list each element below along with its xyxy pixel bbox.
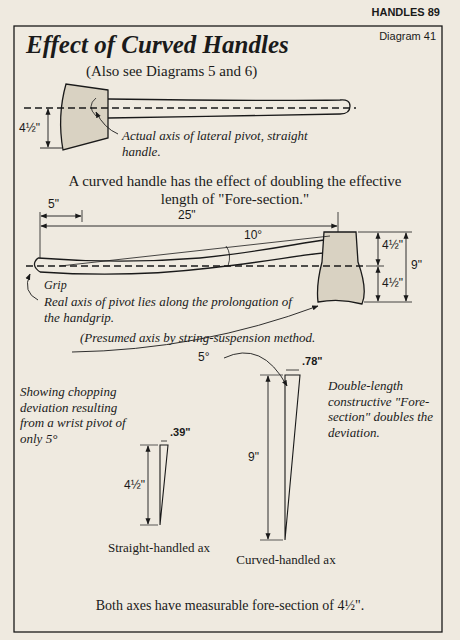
label-text: Both axes have measurable fore-section o… — [24, 598, 436, 615]
label-text: Grip — [44, 278, 84, 292]
page-frame — [14, 26, 442, 632]
label-text: .39" — [170, 426, 191, 439]
label-text: (Also see Diagrams 5 and 6) — [86, 62, 346, 80]
label-text: (Presumed axis by string-suspension meth… — [80, 330, 380, 346]
deviation-triangles — [140, 353, 300, 540]
label-text: 4½" — [17, 121, 42, 135]
label-text: Showing chopping deviation resulting fro… — [20, 384, 142, 446]
label-text: 9" — [411, 258, 422, 272]
label-text: 4½" — [382, 276, 403, 290]
label-text: .78" — [302, 355, 323, 368]
label-text: 5" — [48, 197, 59, 211]
label-text: Straight-handled ax — [104, 540, 214, 556]
label-text: 4½" — [382, 238, 403, 252]
label-text: 10° — [244, 228, 262, 242]
label-text: Real axis of pivot lies along the prolon… — [44, 294, 304, 325]
curved-ax — [26, 210, 412, 352]
label-text: Actual axis of lateral pivot, straight h… — [122, 128, 322, 159]
label-text: 5° — [198, 350, 209, 364]
diagram-title: Effect of Curved Handles — [26, 30, 346, 60]
label-text: Double-length constructive "Fore-section… — [328, 378, 438, 440]
label-text: 4½" — [122, 478, 147, 492]
label-text: Diagram 41 — [376, 30, 436, 43]
label-text: Curved-handled ax — [236, 552, 336, 568]
label-text: 9" — [246, 450, 261, 464]
label-text: HANDLES 89 — [360, 6, 440, 19]
label-text: 25" — [176, 208, 198, 222]
label-text: A curved handle has the effect of doubli… — [50, 172, 420, 208]
